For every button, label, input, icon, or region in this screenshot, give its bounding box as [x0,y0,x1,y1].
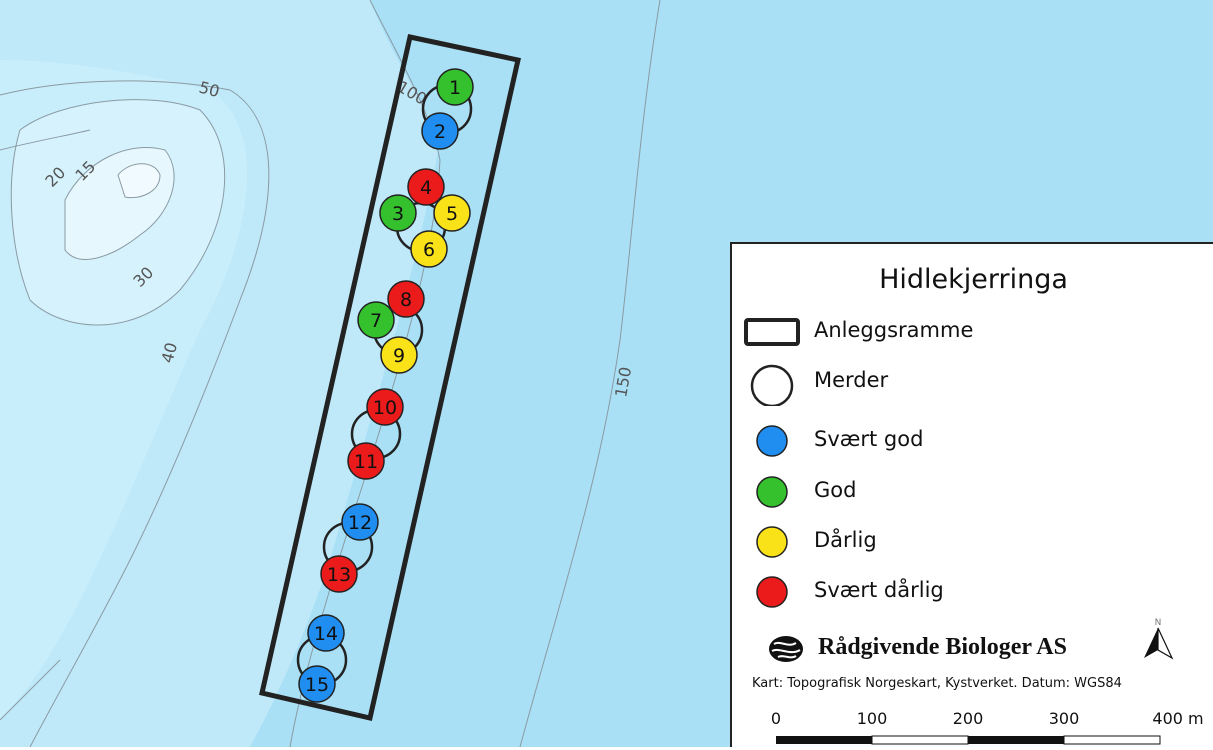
station-5: 5 [433,194,471,232]
station-number: 14 [314,623,338,645]
station-marker [387,280,425,318]
green-circle-icon [756,476,788,508]
legend-item-anleggsramme: Anleggsramme [742,312,1202,352]
map-credits: Kart: Topografisk Norgeskart, Kystverket… [752,676,1122,691]
station-marker [407,168,445,206]
north-arrow-icon: N [1144,618,1174,660]
scale-label-300: 300 [1049,709,1080,728]
scale-label-400: 400 m [1152,709,1203,728]
legend-item-darlig: Dårlig [742,522,1202,562]
station-7: 7 [357,301,395,339]
station-number: 11 [354,451,378,473]
map-legend: Hidlekjerringa Anleggsramme Merder Svært… [730,242,1213,747]
station-number: 15 [305,674,329,696]
company-name: Rådgivende Biologer AS [818,634,1067,660]
red-circle-icon [756,576,788,608]
frame-symbol-icon [744,318,800,346]
station-marker [298,665,336,703]
station-number: 8 [400,289,412,311]
station-marker [410,230,448,268]
globe-logo-icon [769,636,803,662]
station-number: 6 [423,239,435,261]
station-1: 1 [436,68,474,106]
station-number: 9 [393,345,405,367]
station-marker [433,194,471,232]
legend-label: Svært god [814,427,924,451]
station-marker [347,442,385,480]
scale-label-200: 200 [953,709,984,728]
legend-label: Svært dårlig [814,578,944,602]
station-number: 12 [348,512,372,534]
station-marker [379,194,417,232]
station-number: 10 [373,397,397,419]
station-number: 7 [370,310,382,332]
legend-item-merder: Merder [742,362,1202,406]
depth-label-40: 40 [158,340,182,365]
company-logo-row: Rådgivende Biologer AS N [766,618,1196,668]
legend-item-god: God [742,472,1202,512]
scale-label-100: 100 [857,709,888,728]
legend-item-svaert-darlig: Svært dårlig [742,572,1202,612]
station-marker [307,614,345,652]
scale-label-0: 0 [771,709,781,728]
station-number: 2 [434,121,446,143]
north-label: N [1155,618,1162,628]
legend-label: Anleggsramme [814,318,974,342]
station-marker [366,388,404,426]
scale-bar: 0 100 200 300 400 m [771,709,1204,745]
blue-circle-icon [756,425,788,457]
station-marker [436,68,474,106]
station-15: 15 [298,665,336,703]
station-13: 13 [320,555,358,593]
station-2: 2 [421,112,459,150]
station-marker [380,336,418,374]
shoal-peak [117,163,161,199]
station-12: 12 [341,503,379,541]
station-number: 3 [392,203,404,225]
station-marker [421,112,459,150]
legend-label: Dårlig [814,528,877,552]
legend-label: Merder [814,368,889,392]
station-number: 1 [449,77,461,99]
station-number: 5 [446,203,458,225]
station-marker [341,503,379,541]
anleggsramme-frame [259,34,521,722]
station-3: 3 [379,194,417,232]
station-14: 14 [307,614,345,652]
legend-item-svaert-god: Svært god [742,421,1202,461]
station-4: 4 [407,168,445,206]
station-8: 8 [387,280,425,318]
station-9: 9 [380,336,418,374]
station-10: 10 [366,388,404,426]
yellow-circle-icon [756,526,788,558]
cage-circle-icon [750,364,794,406]
depth-label-50: 50 [197,78,222,102]
station-marker [357,301,395,339]
station-11: 11 [347,442,385,480]
station-6: 6 [410,230,448,268]
legend-title: Hidlekjerringa [879,264,1068,295]
station-number: 4 [420,177,432,199]
station-marker [320,555,358,593]
legend-label: God [814,478,857,502]
station-number: 13 [327,564,351,586]
